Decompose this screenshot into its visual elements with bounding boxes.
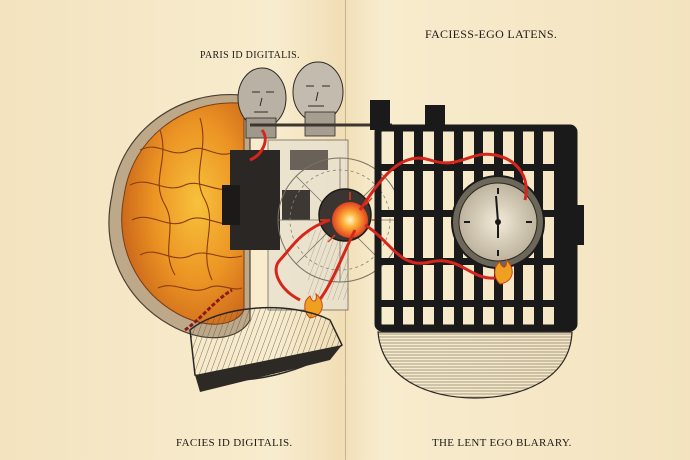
- heads-illustration: [237, 61, 344, 139]
- spark-burst: [318, 188, 380, 243]
- bowl-illustration: [377, 331, 573, 399]
- brain-illustration: [108, 93, 251, 339]
- caption-top-left: PARIS ID DIGITALIS.: [200, 50, 300, 61]
- caption-bottom-left: FACIES ID DIGITALIS.: [176, 437, 293, 449]
- caption-bottom-right: THE LENT EGO BLARARY.: [432, 437, 572, 449]
- cushion-illustration: [189, 306, 343, 392]
- caption-top-right: FACIESS-EGO LATENS.: [425, 27, 558, 41]
- clock-icon: [451, 175, 545, 269]
